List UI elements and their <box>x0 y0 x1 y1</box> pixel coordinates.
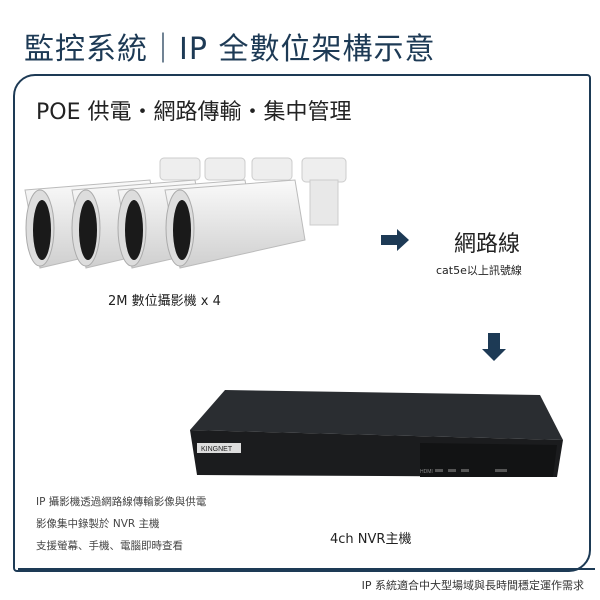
divider <box>18 568 595 570</box>
page-title: 監控系統｜IP 全數位架構示意 <box>24 32 436 67</box>
description-line: IP 攝影機透過網路線傳輸影像與供電 <box>36 496 207 508</box>
cable-note: cat5e以上訊號線 <box>436 264 522 277</box>
cameras-label: 2M 數位攝影機 x 4 <box>108 294 221 309</box>
nvr-image: KINGNET HDMI <box>190 390 563 477</box>
description-line: 影像集中錄製於 NVR 主機 <box>36 518 160 530</box>
subtitle: POE 供電・網路傳輸・集中管理 <box>36 100 352 125</box>
diagram-frame <box>13 74 591 572</box>
cable-title: 網路線 <box>454 232 521 257</box>
nvr-brand: KINGNET <box>201 446 233 453</box>
nvr-label: 4ch NVR主機 <box>330 532 412 547</box>
camera-icon <box>164 157 347 269</box>
arrow-right-icon <box>381 229 409 251</box>
footer-note: IP 系統適合中大型場域與長時間穩定運作需求 <box>361 579 584 592</box>
cameras-image <box>24 157 347 269</box>
arrow-down-icon <box>482 333 506 361</box>
nvr-port: HDMI <box>420 469 433 475</box>
description-line: 支援螢幕、手機、電腦即時查看 <box>36 540 183 552</box>
